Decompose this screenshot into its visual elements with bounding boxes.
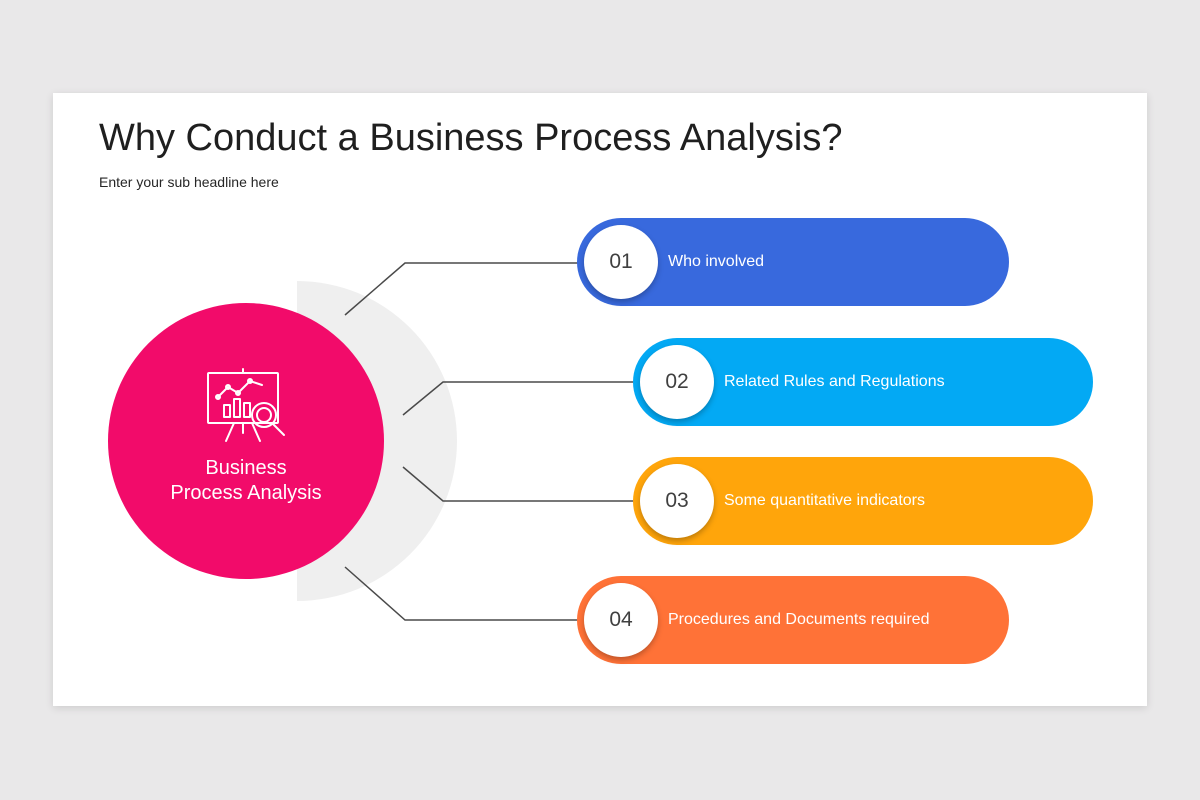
hub-label: Business Process Analysis bbox=[108, 456, 384, 506]
hub-label-line2: Process Analysis bbox=[170, 482, 322, 504]
item-pill-04: 04 Procedures and Documents required bbox=[577, 576, 1009, 664]
item-label-02: Related Rules and Regulations bbox=[724, 373, 945, 390]
item-pill-03: 03 Some quantitative indicators bbox=[633, 457, 1093, 545]
slide-subtitle: Enter your sub headline here bbox=[99, 174, 279, 190]
item-number-04: 04 bbox=[584, 583, 658, 657]
item-number-03: 03 bbox=[640, 464, 714, 538]
hub-label-line1: Business bbox=[205, 457, 287, 479]
slide: Why Conduct a Business Process Analysis?… bbox=[53, 93, 1147, 706]
presentation-board-chart-magnifier-icon bbox=[207, 368, 285, 442]
item-pill-01: 01 Who involved bbox=[577, 218, 1009, 306]
item-number-02: 02 bbox=[640, 345, 714, 419]
item-pill-02: 02 Related Rules and Regulations bbox=[633, 338, 1093, 426]
item-number-01: 01 bbox=[584, 225, 658, 299]
hub-circle: Business Process Analysis bbox=[108, 303, 384, 579]
connector-line-04 bbox=[344, 566, 583, 621]
connector-line-03 bbox=[402, 466, 639, 502]
slide-title: Why Conduct a Business Process Analysis? bbox=[99, 117, 843, 159]
connector-line-02 bbox=[402, 381, 639, 416]
connector-line-01 bbox=[344, 262, 583, 316]
item-label-04: Procedures and Documents required bbox=[668, 611, 930, 628]
item-label-03: Some quantitative indicators bbox=[724, 492, 925, 509]
item-label-01: Who involved bbox=[668, 253, 765, 270]
connector-lines bbox=[344, 262, 639, 621]
